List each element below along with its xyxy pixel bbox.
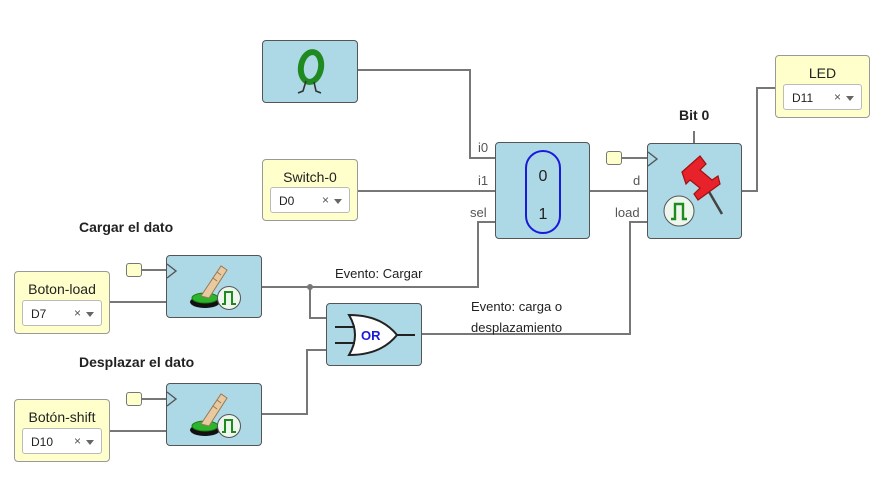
wire-event-to-or — [309, 287, 330, 319]
or-gate-block[interactable]: OR — [326, 303, 422, 366]
button-press-icon — [190, 265, 228, 308]
boton-load-title: Boton-load — [28, 281, 96, 297]
multiplexer-block[interactable]: 0 1 — [495, 142, 590, 239]
switch-0-pin-select[interactable]: D0 × — [270, 187, 350, 213]
flipflop-block[interactable] — [647, 143, 742, 239]
shift-button-dummy-input[interactable] — [126, 392, 142, 406]
button-press-icon — [190, 393, 228, 436]
evento-cargar-label: Evento: Cargar — [335, 266, 423, 281]
load-button-block[interactable] — [166, 255, 262, 318]
led-pin-value: D11 — [792, 91, 814, 105]
wire-ff-to-led — [742, 87, 775, 192]
wire-shift-to-or — [262, 349, 330, 415]
desplazar-heading: Desplazar el dato — [79, 354, 195, 370]
flipflop-clock-input-box[interactable] — [606, 151, 622, 165]
wire-junction — [307, 284, 313, 290]
clock-edge-icon — [166, 391, 178, 407]
switch-0-pin-value: D0 — [279, 194, 295, 208]
evento-carga-label-line2: desplazamiento — [471, 320, 563, 335]
flipflop-port-d: d — [633, 173, 641, 188]
evento-carga-label-line1: Evento: carga o — [471, 299, 563, 314]
mux-value-0: 0 — [538, 168, 548, 185]
boton-shift-title: Botón-shift — [28, 409, 96, 425]
flipflop-port-load: load — [615, 205, 640, 220]
chevron-down-icon[interactable] — [86, 440, 94, 445]
shift-button-block[interactable] — [166, 383, 262, 446]
led-title: LED — [808, 65, 837, 81]
switch-0-input[interactable]: Switch-0 D0 × — [262, 159, 358, 221]
clock-edge-icon — [647, 151, 659, 167]
pushpin-icon — [681, 155, 724, 215]
wire-constant-to-mux-i0 — [358, 69, 495, 159]
chevron-down-icon[interactable] — [86, 312, 94, 317]
led-pin-select[interactable]: D11 × — [783, 84, 862, 110]
mux-selector-icon: 0 1 — [525, 150, 561, 234]
clear-icon[interactable]: × — [321, 193, 329, 207]
cargar-heading: Cargar el dato — [79, 219, 174, 235]
load-button-dummy-input[interactable] — [126, 263, 142, 277]
mux-port-i0: i0 — [478, 140, 489, 155]
clock-edge-icon — [166, 263, 178, 279]
switch-0-title: Switch-0 — [283, 169, 337, 185]
chevron-down-icon[interactable] — [334, 199, 342, 204]
clear-icon[interactable]: × — [833, 90, 841, 104]
clear-icon[interactable]: × — [73, 434, 81, 448]
wire-load-to-mux-sel — [262, 221, 495, 288]
zero-walker-icon — [297, 49, 325, 94]
wire-or-to-load — [422, 221, 647, 335]
mux-port-sel: sel — [470, 205, 487, 220]
boton-load-pin-value: D7 — [31, 307, 47, 321]
chevron-down-icon[interactable] — [846, 96, 854, 101]
bit0-heading: Bit 0 — [679, 107, 710, 123]
boton-load-input[interactable]: Boton-load D7 × — [14, 271, 110, 334]
mux-port-i1: i1 — [478, 173, 489, 188]
or-gate-icon — [335, 313, 415, 357]
led-output[interactable]: LED D11 × — [775, 55, 870, 118]
constant-zero-block[interactable] — [262, 40, 358, 103]
boton-shift-input[interactable]: Botón-shift D10 × — [14, 399, 110, 462]
boton-shift-pin-select[interactable]: D10 × — [22, 428, 102, 454]
clear-icon[interactable]: × — [73, 306, 81, 320]
boton-shift-pin-value: D10 — [31, 435, 54, 449]
mux-value-1: 1 — [538, 206, 548, 223]
pulse-icon — [217, 414, 241, 438]
pulse-icon — [663, 195, 695, 227]
or-gate-label: OR — [361, 328, 381, 343]
boton-load-pin-select[interactable]: D7 × — [22, 300, 102, 326]
pulse-icon — [217, 286, 241, 310]
